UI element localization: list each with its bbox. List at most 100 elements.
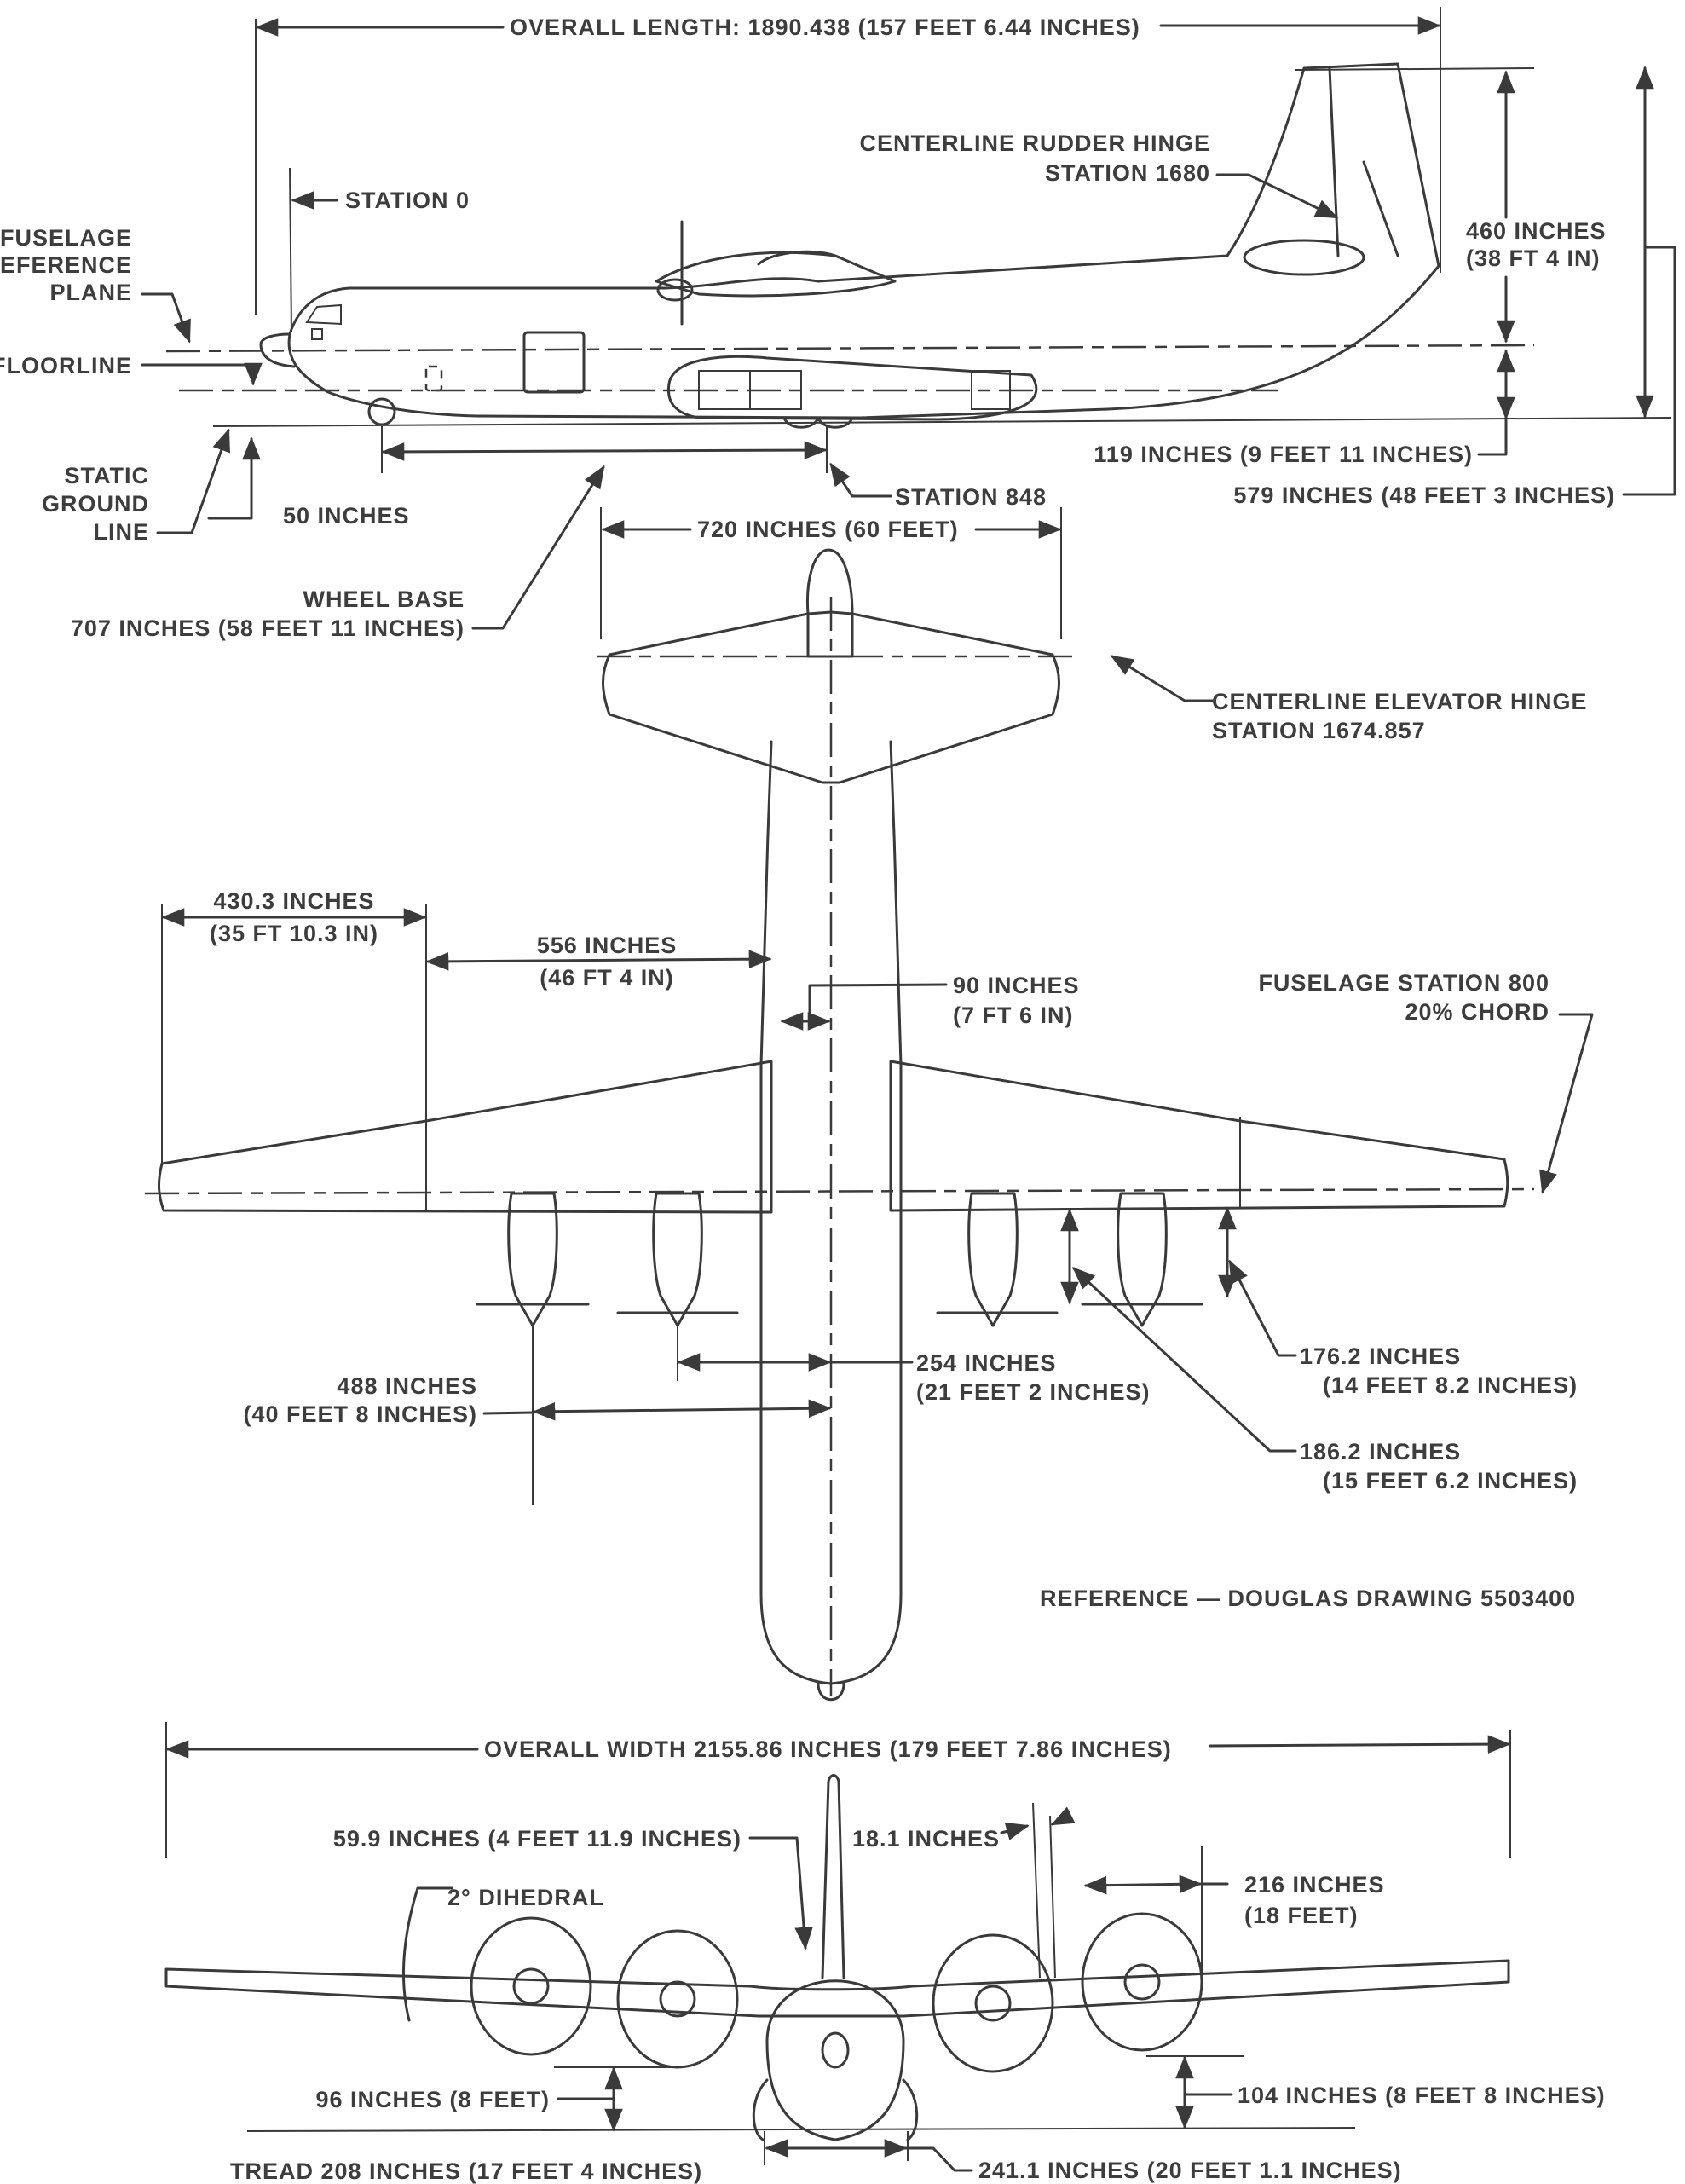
fifty-inches-label: 50 INCHES [283, 503, 410, 529]
inner-panel-label-1: 556 INCHES [537, 933, 678, 958]
dim-18-1-label: 18.1 INCHES [852, 1826, 1000, 1852]
nacelle-186-label-1: 186.2 INCHES [1300, 1439, 1461, 1465]
floorline-label: FLOORLINE [0, 353, 132, 378]
tread-label: TREAD 208 INCHES (17 FEET 4 INCHES) [230, 2158, 702, 2184]
front-ground-line [246, 2127, 1356, 2132]
static-ground-line [212, 417, 1671, 427]
cockpit-side-window [311, 328, 323, 340]
wheelbase-arrow [381, 441, 828, 461]
engine-488-label-1: 488 INCHES [337, 1373, 477, 1399]
station-848-leader [829, 462, 892, 498]
spinner-3 [974, 1985, 1012, 2022]
fuselage-front [765, 1979, 905, 2141]
overall-width-label: OVERALL WIDTH 2155.86 INCHES (179 FEET 7… [484, 1736, 1172, 1762]
nose-radome [259, 332, 296, 368]
nacelle-2 [652, 1192, 703, 1327]
height-579-leader [1622, 246, 1676, 496]
pod-hatch-2 [749, 370, 802, 410]
dim-59-9-leader [748, 1836, 813, 1950]
tailplane-side [1243, 239, 1365, 276]
floorline-leader [141, 362, 263, 386]
fifty-inches-leader [207, 436, 261, 520]
nacelle-4 [1117, 1192, 1168, 1327]
tread-leader [903, 2146, 973, 2172]
ninety-inches-leader [808, 983, 948, 1020]
station-848-label: STATION 848 [895, 484, 1047, 510]
ninety-inches-label-1: 90 INCHES [953, 973, 1080, 998]
engine-254-label-1: 254 INCHES [916, 1350, 1057, 1376]
dim-18-1-extension-2 [1049, 1815, 1056, 1979]
sponsons [752, 2078, 919, 2141]
rudder-hinge-label-1: CENTERLINE RUDDER HINGE [859, 130, 1210, 156]
dim-18-1-arrow [1000, 1822, 1030, 1840]
prop-216-label-1: 216 INCHES [1244, 1872, 1385, 1898]
static-ground-line-label-3: LINE [93, 519, 149, 545]
wing-front [164, 1959, 1510, 2018]
width-arrow-right [1209, 1735, 1511, 1754]
dihedral-leader [401, 1886, 453, 2022]
inner-panel-arrow [425, 950, 772, 971]
fuselage-reference-plane-label-1: FUSELAGE [0, 225, 132, 251]
nacelle-3 [967, 1192, 1019, 1327]
engine-nacelles [476, 1192, 1203, 1327]
nacelle-1 [507, 1192, 558, 1327]
nacelle-186-label-2: (15 FEET 6.2 INCHES) [1323, 1468, 1578, 1494]
front-view: OVERALL WIDTH 2155.86 INCHES (179 FEET 7… [164, 1722, 1605, 2184]
fin-top-view [805, 548, 854, 658]
wheel-base-label-2: 707 INCHES (58 FEET 11 INCHES) [71, 615, 465, 641]
dihedral-label: 2° DIHEDRAL [447, 1885, 604, 1910]
tail-span-label: 720 INCHES (60 FEET) [697, 517, 959, 542]
engine-254-label-2: (21 FEET 2 INCHES) [916, 1379, 1151, 1405]
height-460-label-1: 460 INCHES [1466, 218, 1607, 244]
fuselage-station-800-label-1: FUSELAGE STATION 800 [1258, 970, 1549, 996]
crew-door [424, 365, 443, 392]
height-119-label: 119 INCHES (9 FEET 11 INCHES) [1094, 442, 1473, 467]
dim-18-1-arrow-2 [1050, 1806, 1076, 1826]
engine-488-arrow [532, 1399, 832, 1421]
wing-20pct-chord-line [144, 1187, 1535, 1195]
dim-241-1-label: 241.1 INCHES (20 FEET 1.1 INCHES) [978, 2158, 1402, 2183]
propeller-blades-top [476, 1303, 1203, 1314]
pod-hatch-3 [971, 370, 1011, 410]
nacelle-186-leader [1072, 1267, 1297, 1453]
engine-nacelle-side [655, 251, 897, 298]
rudder-hinge-lines [1328, 66, 1399, 257]
elevator-hinge-label-1: CENTERLINE ELEVATOR HINGE [1212, 689, 1588, 714]
spinner [656, 278, 694, 302]
fin-tip-extension [1295, 67, 1535, 71]
nose-radome-front [821, 2031, 850, 2069]
height-460-label-2: (38 FT 4 IN) [1466, 246, 1601, 271]
cargo-pod [666, 355, 1038, 421]
outer-panel-label-1: 430.3 INCHES [213, 888, 374, 914]
wheelbase-leader [471, 465, 605, 630]
prop-disc-4 [1081, 1912, 1203, 2052]
static-ground-line-label-2: GROUND [42, 491, 149, 517]
dim-18-1-extension-1 [1032, 1802, 1041, 1979]
cockpit-window [305, 303, 342, 326]
engine-488-label-2: (40 FEET 8 INCHES) [243, 1401, 477, 1427]
prop-216-arrow [1083, 1875, 1203, 1895]
wing-planform [158, 1060, 1509, 1214]
inner-panel-label-2: (46 FT 4 IN) [540, 965, 674, 991]
ground-line-leader [156, 428, 230, 534]
reference-drawing-label: REFERENCE — DOUGLAS DRAWING 5503400 [1040, 1586, 1576, 1611]
nacelle-176-label-2: (14 FEET 8.2 INCHES) [1323, 1372, 1578, 1398]
fuselage-station-800-label-2: 20% CHORD [1405, 999, 1549, 1025]
wing-fairing [757, 250, 841, 266]
overall-length-label: OVERALL LENGTH: 1890.438 (157 FEET 6.44 … [510, 14, 1140, 40]
main-wheels [782, 416, 854, 429]
ninety-inches-label-2: (7 FT 6 IN) [953, 1002, 1074, 1028]
fuselage-outline [287, 62, 1440, 419]
prop-216-label-2: (18 FEET) [1244, 1903, 1359, 1928]
fin-front [821, 1774, 845, 1979]
wheel-base-label-1: WHEEL BASE [303, 586, 465, 612]
height-119-leader [1477, 416, 1508, 456]
horizontal-stabilizer [602, 610, 1060, 784]
height-579-label: 579 INCHES (48 FEET 3 INCHES) [1233, 482, 1615, 508]
fuselage-reference-plane-label-2: REFERENCE [0, 252, 132, 278]
static-ground-line-label-1: STATIC [65, 463, 150, 488]
rudder-hinge-label-2: STATION 1680 [1045, 160, 1210, 186]
nose-tip [817, 1682, 845, 1702]
station-800-leader [1539, 1013, 1594, 1194]
